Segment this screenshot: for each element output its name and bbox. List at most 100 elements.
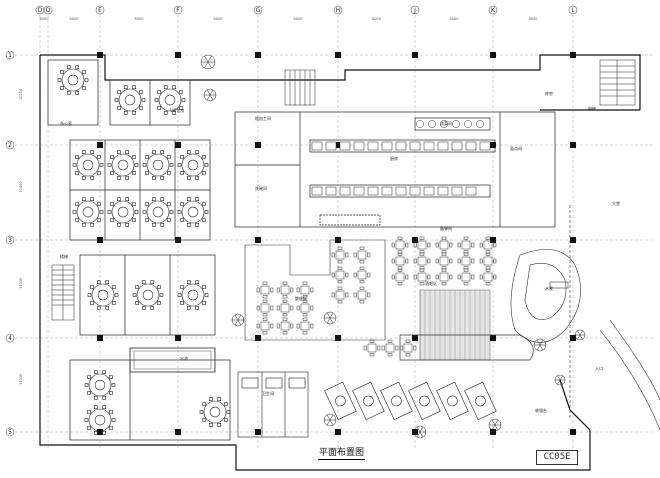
booth <box>352 381 385 421</box>
cooktop <box>353 141 365 151</box>
grid-head-col <box>568 5 578 15</box>
grid-row-label: 2 <box>8 142 12 149</box>
square-table <box>413 268 431 286</box>
round-table <box>84 405 116 435</box>
prep-counter <box>381 186 393 196</box>
column <box>570 429 576 435</box>
plant <box>554 374 566 386</box>
column <box>97 52 103 58</box>
grid-col-label: D <box>46 7 51 14</box>
round-table <box>132 280 164 310</box>
round-table <box>57 65 89 95</box>
prep-counter <box>367 186 379 196</box>
label-stair: 楼梯 <box>60 253 68 259</box>
column <box>490 52 496 58</box>
prep-counter <box>339 186 351 196</box>
drawing-title: 平面布置图 <box>318 448 366 460</box>
column <box>490 142 496 148</box>
grid-col-label: F <box>176 7 180 14</box>
label-bar: 酒吧区 <box>425 280 437 286</box>
label-water-feature: 水景 <box>545 285 553 291</box>
stair-top <box>284 69 316 106</box>
square-table <box>256 299 274 317</box>
column <box>570 142 576 148</box>
plant <box>488 418 502 432</box>
square-table <box>413 252 431 270</box>
square-table <box>381 339 399 357</box>
stove-burner <box>440 120 448 128</box>
round-table <box>72 197 104 227</box>
label-reception: 收银台 <box>535 407 547 413</box>
label-pool: 水池 <box>180 355 188 361</box>
label-entrance: 入口 <box>595 366 603 371</box>
plant <box>323 413 337 427</box>
round-table <box>114 85 146 115</box>
cooktop <box>325 141 337 151</box>
grid-row-label: 1 <box>8 52 12 59</box>
cooktop <box>311 141 323 151</box>
grid-row-label: 5 <box>8 429 12 436</box>
stove-burner <box>464 120 472 128</box>
stove-burner <box>416 120 424 128</box>
column <box>255 335 261 341</box>
square-table <box>391 268 409 286</box>
plant <box>413 425 427 439</box>
grid-row-dim: 10250 <box>19 89 23 100</box>
square-table <box>331 246 349 264</box>
booth <box>408 381 441 421</box>
column <box>412 335 418 341</box>
water-feature <box>510 249 581 343</box>
grid-col-dim: 6000 <box>40 17 49 21</box>
square-table <box>256 317 274 335</box>
grid-col-label: H <box>336 7 341 14</box>
pool <box>129 347 216 373</box>
bar-area <box>399 289 534 361</box>
round-table <box>154 85 186 115</box>
lobby-curve <box>569 205 660 431</box>
column <box>335 335 341 341</box>
grid-head-col <box>333 5 343 15</box>
cooktop <box>479 141 491 151</box>
bottom-booths <box>324 381 497 421</box>
vip-room-block <box>47 59 231 441</box>
kitchen-zone <box>234 111 556 228</box>
column <box>255 142 261 148</box>
square-table <box>435 268 453 286</box>
square-table <box>435 252 453 270</box>
column <box>335 142 341 148</box>
label-elevator: 电梯 <box>588 105 596 111</box>
square-table <box>457 236 475 254</box>
booth <box>464 381 497 421</box>
column <box>97 142 103 148</box>
plant <box>323 311 337 325</box>
round-table <box>72 150 104 180</box>
structural-columns <box>97 52 576 435</box>
cooktop <box>409 141 421 151</box>
square-table <box>457 252 475 270</box>
grid-head-row <box>5 427 15 437</box>
grid-row-dim: 11000 <box>19 278 23 289</box>
stove-burner <box>452 120 460 128</box>
round-table <box>107 150 139 180</box>
prep-counter <box>311 186 323 196</box>
cooktop <box>395 141 407 151</box>
prep-counter <box>409 186 421 196</box>
grid-head-row <box>5 235 15 245</box>
label-service: 备餐间 <box>440 225 452 231</box>
toilet-block <box>237 371 309 438</box>
grid-col-dim: 8000 <box>372 17 381 21</box>
grid-col-label: D <box>38 7 43 14</box>
grid-head-col <box>43 5 53 15</box>
booth <box>324 381 357 421</box>
label-office: 办公室 <box>60 120 72 126</box>
square-table <box>353 286 371 304</box>
column <box>255 429 261 435</box>
central-dining <box>244 239 386 341</box>
square-table <box>256 281 274 299</box>
round-table <box>107 197 139 227</box>
grid-col-label: J <box>413 7 416 14</box>
cooktop <box>451 141 463 151</box>
booth <box>380 381 413 421</box>
square-table <box>353 246 371 264</box>
